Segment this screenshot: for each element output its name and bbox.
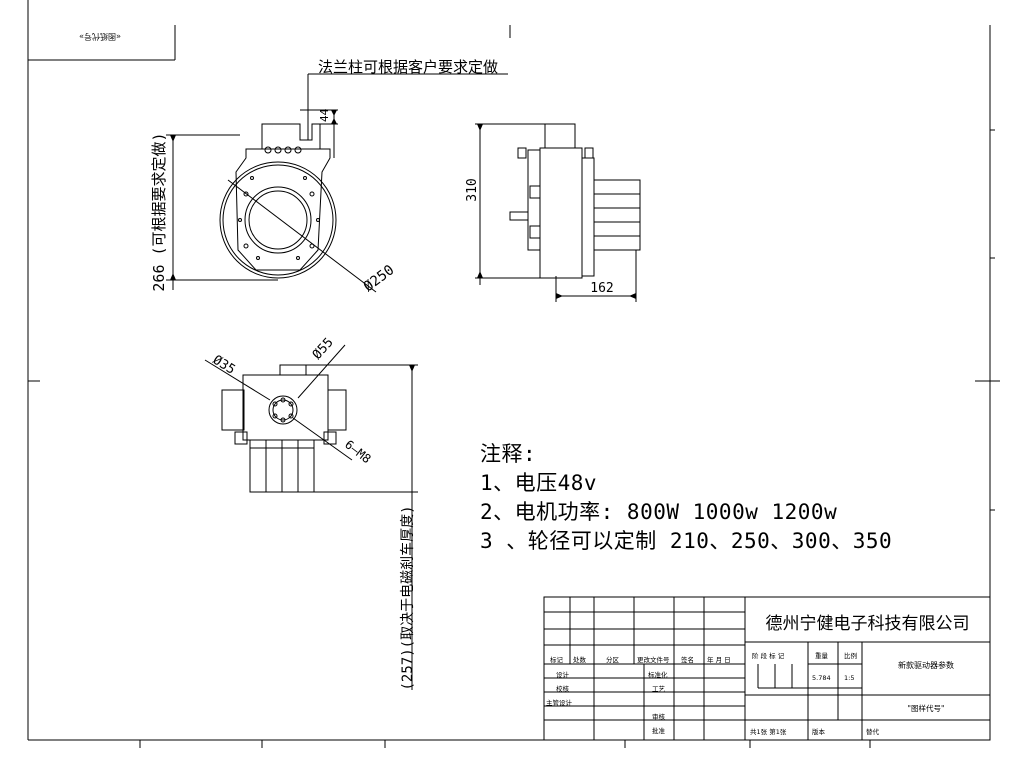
corner-label: «图纸代号» [79, 32, 121, 42]
top-view [204, 344, 418, 690]
side-view [475, 123, 641, 302]
dim-266: 266 (可根据要求定做) [150, 132, 168, 291]
note-voltage: 1、电压48v [480, 471, 598, 495]
tb-header-date: 年 月 日 [707, 656, 731, 664]
dim-44: 44 [318, 108, 331, 122]
dim-162: 162 [590, 281, 613, 296]
dim-257: (257)(取决于电磁刹车厚度) [399, 505, 416, 690]
note-power: 2、电机功率: 800W 1000w 1200w [480, 500, 838, 524]
dim-dia35: Ø35 [210, 353, 238, 378]
tb-role-check: 校核 [556, 685, 569, 693]
dim-dia250: Ø250 [361, 262, 398, 295]
flange-note: 法兰柱可根据客户要求定做 [318, 58, 498, 76]
tb-role-review: 审核 [652, 713, 665, 721]
tb-header-count: 处数 [573, 656, 586, 664]
dim-310: 310 [465, 178, 480, 201]
tb-header-zone: 分区 [606, 656, 619, 664]
tb-role-approve: 批准 [652, 727, 665, 735]
tb-role-standard: 标准化 [648, 671, 668, 679]
company-name: 德州宁健电子科技有限公司 [765, 613, 970, 634]
notes-title: 注释: [480, 442, 537, 466]
title-block [543, 596, 991, 741]
dim-6m8: 6—M8 [342, 437, 373, 466]
notes-block: 注释: 1、电压48v 2、电机功率: 800W 1000w 1200w 3 、… [480, 440, 900, 556]
tb-scale-header: 比例 [844, 652, 857, 660]
tb-version: 版本 [812, 728, 825, 736]
tb-replace: 替代 [866, 728, 879, 736]
tb-header-change-doc: 更改文件号 [637, 656, 670, 664]
tb-role-design: 设计 [556, 671, 569, 679]
tb-header-sign: 签名 [681, 656, 694, 664]
tb-role-chief: 主管设计 [546, 699, 572, 707]
tb-stage-header: 阶 段 标 记 [752, 652, 785, 660]
note-wheel: 3 、轮径可以定制 210、250、300、350 [480, 529, 893, 553]
tb-sheets: 共1张 第1张 [750, 728, 787, 736]
tb-weight-header: 重量 [815, 652, 828, 660]
tb-drawing-code: "图样代号" [907, 704, 945, 713]
tb-weight-value: 5.784 [812, 674, 831, 682]
front-view [219, 123, 337, 279]
tb-header-mark: 标记 [550, 656, 563, 664]
tb-scale-value: 1:5 [844, 674, 855, 682]
tb-part-name: 新款驱动器参数 [898, 661, 954, 670]
tb-role-process: 工艺 [652, 685, 665, 693]
